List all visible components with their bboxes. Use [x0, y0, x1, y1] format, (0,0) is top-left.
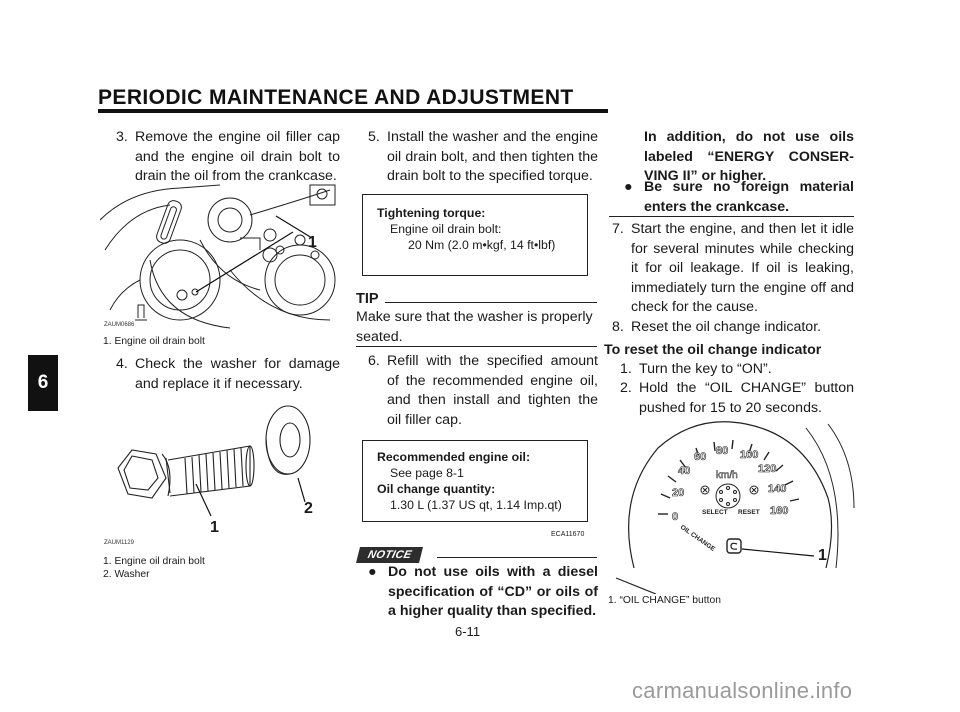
notice-code: ECA11670: [551, 531, 585, 538]
reset-step-1: 1. Turn the key to “ON”.: [620, 361, 772, 377]
step-7: 7. Start the engine, and then let it idl…: [612, 221, 854, 315]
oil-label-2: Oil change quantity:: [377, 482, 496, 496]
speed-label-100: 100: [740, 449, 758, 461]
step-8: 8. Reset the oil change indicator.: [612, 319, 822, 335]
speed-unit: km/h: [716, 470, 738, 481]
tip-text: Make sure that the washer is properly se…: [356, 309, 593, 345]
notice-badge-wrap: NOTICE: [356, 545, 424, 563]
page-title: PERIODIC MAINTENANCE AND ADJUSTMENT: [98, 86, 574, 109]
oil-value-2: 1.30 L (1.37 US qt, 1.14 Imp.qt): [390, 498, 562, 512]
speed-label-80: 80: [716, 445, 728, 457]
tip-label: TIP: [356, 291, 379, 307]
notice-bullet-2: ● Be sure no foreign material enters the…: [624, 179, 854, 215]
fig1-callout-1: 1: [308, 234, 317, 251]
torque-item: Engine oil drain bolt:: [390, 222, 502, 236]
torque-label: Tightening torque:: [377, 206, 486, 220]
tip-rule-top: [385, 302, 597, 304]
speed-label-120: 120: [758, 463, 776, 475]
fig2-code: ZAUM1129: [104, 540, 134, 546]
notice-rule-bottom: [609, 216, 854, 218]
speed-label-20: 20: [672, 487, 684, 499]
header-rule: [98, 109, 608, 113]
bolt-and-washer-illustration: [117, 405, 311, 517]
step-5: 5. Install the washer and the engine oil…: [368, 129, 598, 184]
fig3-callout-1: 1: [818, 547, 827, 564]
oil-change-button: [726, 538, 742, 554]
notice-rule: [437, 557, 597, 559]
oil-change-label: OIL CHANGE: [679, 524, 717, 553]
step-4: 4. Check the washer for damage and repla…: [116, 356, 340, 392]
speed-label-160: 160: [770, 505, 788, 517]
fig2-callout-2: 2: [304, 500, 313, 517]
speed-label-60: 60: [694, 451, 706, 463]
fig1-caption: 1. Engine oil drain bolt: [103, 336, 205, 347]
reset-label: RESET: [738, 509, 760, 516]
fig1-code: ZAUM0686: [104, 322, 135, 328]
page-number: 6-11: [455, 624, 481, 639]
speedometer-illustration: 0 20 40 60 80 100 120 140 160 km/h SELEC…: [615, 421, 855, 594]
reset-heading: To reset the oil change indicator: [604, 342, 822, 358]
torque-spec-box: Tightening torque: Engine oil drain bolt…: [362, 194, 588, 276]
tip-rule-bottom: [356, 346, 597, 348]
speed-label-40: 40: [678, 465, 690, 477]
watermark: carmanualsonline.info: [632, 678, 853, 703]
reset-step-2: 2. Hold the “OIL CHANGE” button pushed f…: [620, 380, 854, 416]
fig3-caption: 1. “OIL CHANGE” button: [608, 595, 721, 606]
fig2-callout-1: 1: [210, 519, 219, 536]
torque-value: 20 Nm (2.0 m•kgf, 14 ft•lbf): [408, 238, 556, 252]
notice-bullet-1: ● Do not use oils with a diesel specific…: [368, 564, 598, 619]
oil-value-1: See page 8-1: [390, 466, 464, 480]
notice-continuation: In addition, do not use oils labeled “EN…: [644, 129, 854, 184]
step-6: 6. Refill with the specified amount of t…: [368, 353, 598, 428]
fig2-caption-2: 2. Washer: [103, 569, 150, 580]
oil-spec-box: Recommended engine oil: See page 8-1 Oil…: [362, 440, 588, 522]
chapter-tab: 6: [28, 355, 58, 411]
step-3: 3. Remove the engine oil filler cap and …: [116, 129, 340, 184]
notice-badge: NOTICE: [356, 547, 424, 563]
select-label: SELECT: [702, 509, 728, 516]
speed-label-0: 0: [672, 511, 678, 523]
engine-drain-bolt-illustration: [100, 184, 336, 329]
oil-label-1: Recommended engine oil:: [377, 450, 531, 464]
speed-label-140: 140: [768, 483, 786, 495]
fig2-caption-1: 1. Engine oil drain bolt: [103, 556, 205, 567]
